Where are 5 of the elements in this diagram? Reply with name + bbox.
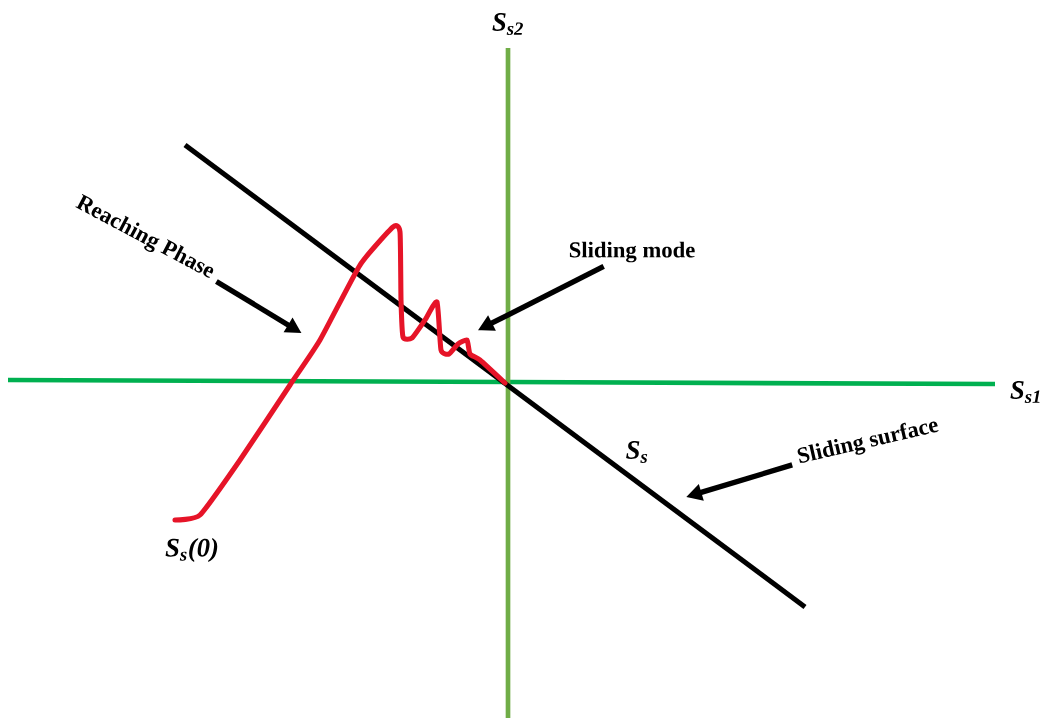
- axis-label: S$_{s}$: [626, 441, 648, 463]
- annotation-text: Sliding mode: [569, 241, 695, 263]
- axis-label: S$_{s1}$: [1010, 381, 1040, 403]
- annotation-text: Sliding surface: [797, 421, 939, 463]
- axis-label: S$_{s2}$: [492, 13, 523, 35]
